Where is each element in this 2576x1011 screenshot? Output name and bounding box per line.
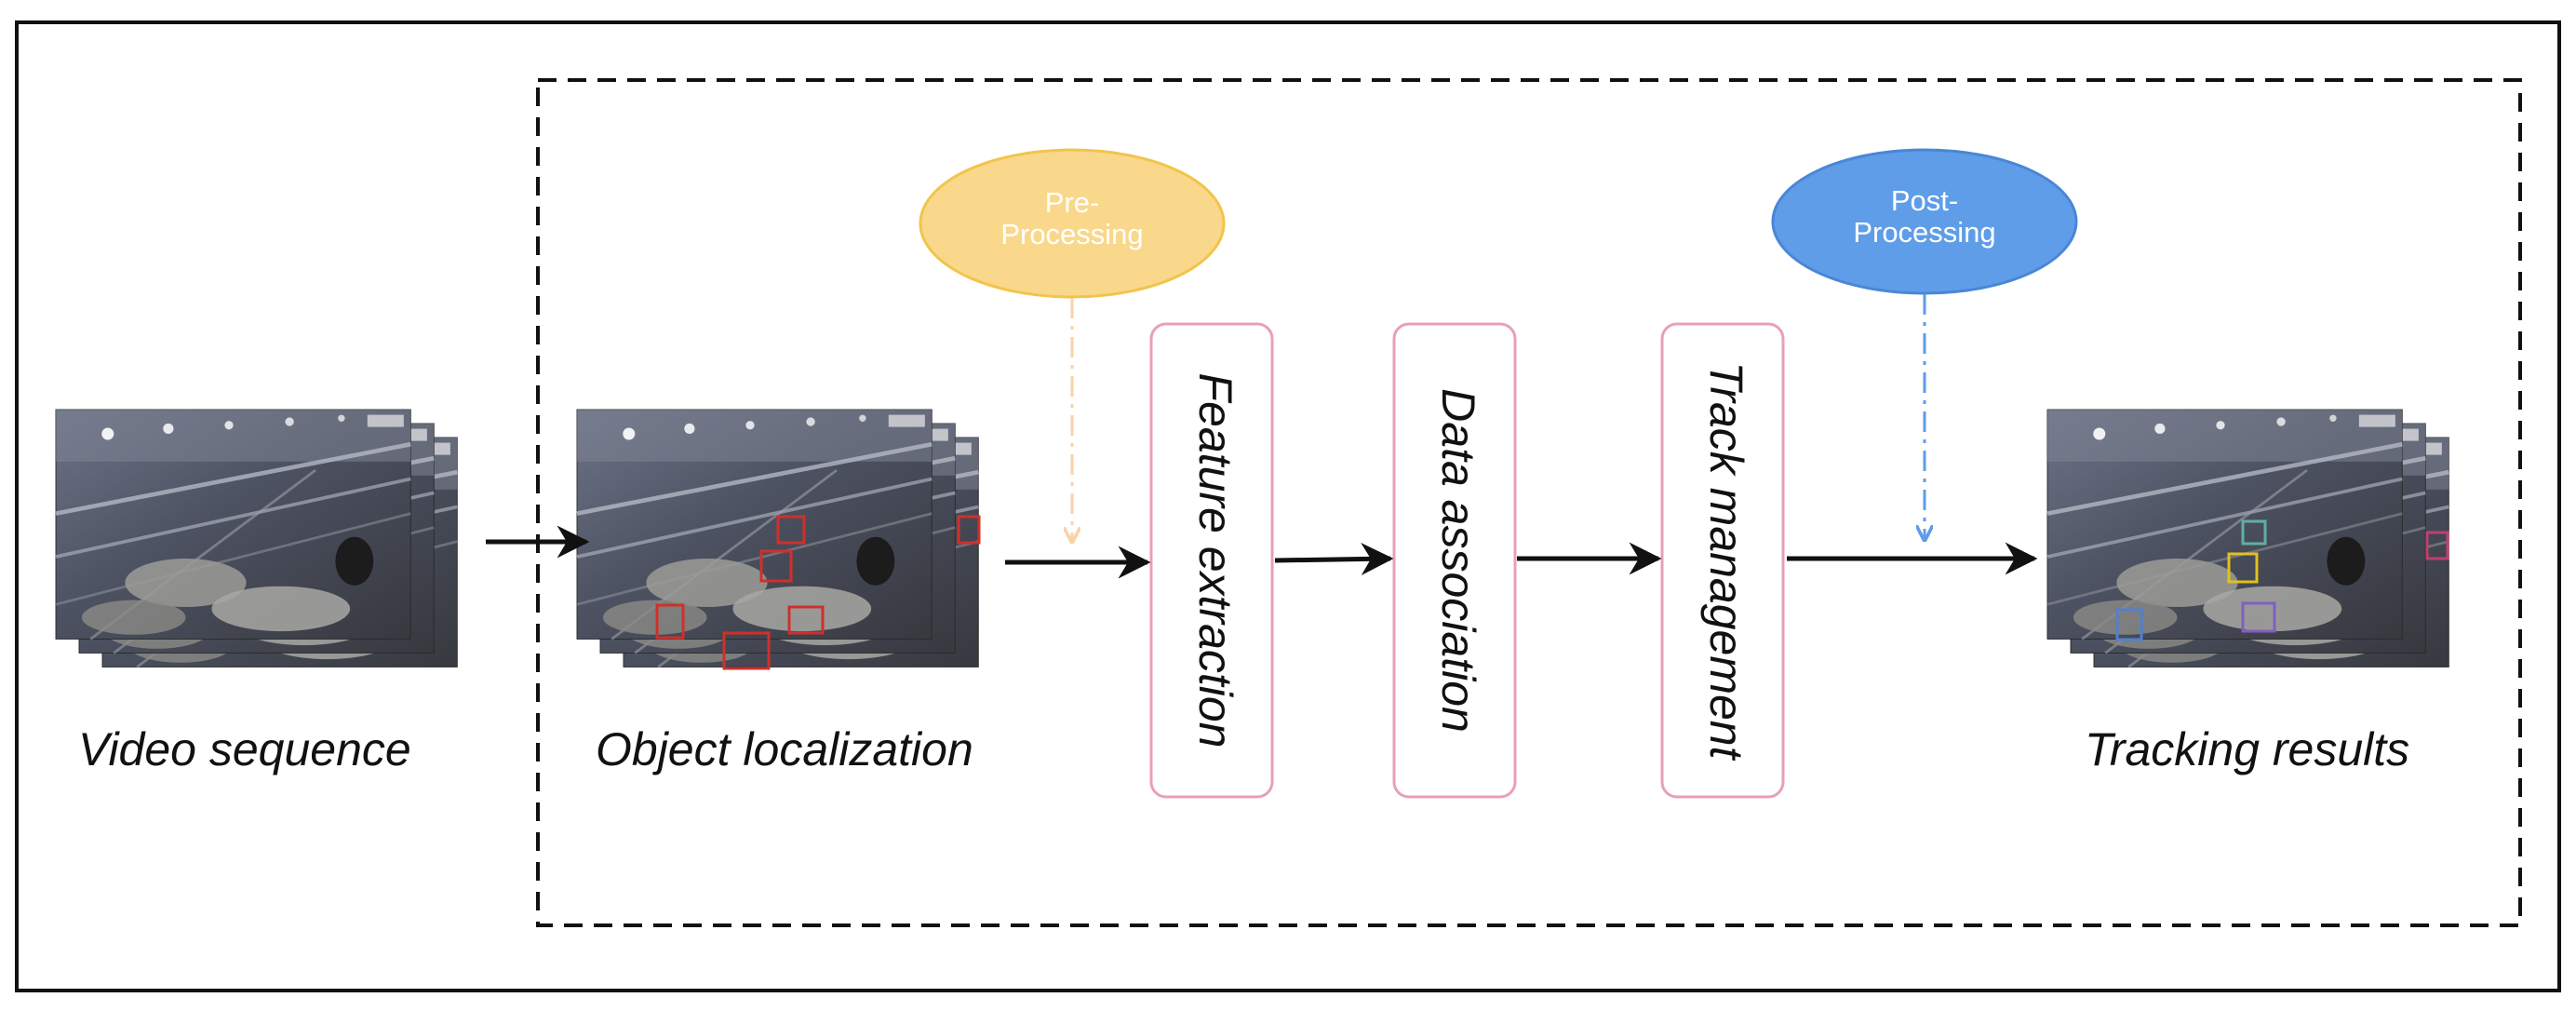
object-localization-caption: Object localization <box>596 723 973 775</box>
feature-extraction-box: Feature extraction <box>1149 322 1274 799</box>
tracking-results-image <box>2047 410 2449 667</box>
feature-extraction-label: Feature extraction <box>1189 373 1241 748</box>
track-management-box: Track management <box>1660 322 1785 799</box>
object-localization-image <box>577 410 981 670</box>
track-management-label: Track management <box>1700 361 1752 761</box>
arrow-feature-to-association <box>1274 543 1394 576</box>
pre-processing-label-line1: Pre- <box>1045 186 1100 219</box>
video-sequence-image <box>56 410 457 667</box>
data-association-label: Data association <box>1432 388 1484 733</box>
post-processing-label-line1: Post- <box>1891 184 1958 217</box>
post-processing-oval: Post- Processing <box>1771 148 2078 295</box>
video-sequence-caption: Video sequence <box>78 723 411 775</box>
dashed-processing-region <box>536 78 2522 927</box>
pre-processing-label-line2: Processing <box>1000 218 1143 250</box>
outer-border <box>15 20 2561 992</box>
data-association-box: Data association <box>1392 322 1517 799</box>
pre-processing-oval: Pre- Processing <box>919 148 1226 299</box>
tracking-results-caption: Tracking results <box>2085 723 2409 775</box>
tracking-boxes <box>2115 519 2449 641</box>
post-processing-label-line2: Processing <box>1853 216 1995 249</box>
detection-boxes <box>655 515 981 670</box>
